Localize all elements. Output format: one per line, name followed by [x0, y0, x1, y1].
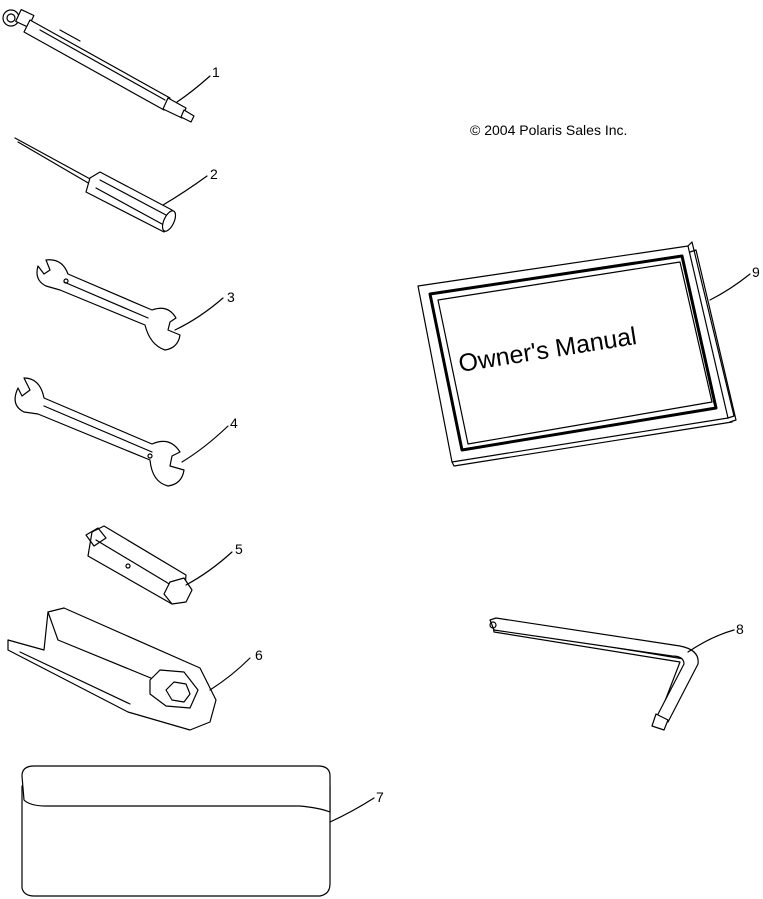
part-2-screwdriver [14, 137, 177, 233]
part-7-tool-pouch [21, 765, 331, 897]
callout-3: 3 [227, 289, 235, 305]
callout-5: 5 [235, 541, 243, 557]
part-8-hex-key [489, 617, 699, 731]
leader-lines [162, 75, 751, 823]
part-6-spanner-tool [7, 607, 217, 731]
part-3-wrench-small [36, 259, 181, 351]
callout-4: 4 [230, 415, 238, 431]
copyright-notice: © 2004 Polaris Sales Inc. [470, 122, 627, 138]
callout-1: 1 [212, 64, 220, 80]
part-5-socket-wrench [85, 525, 193, 605]
callout-labels: 1 2 3 4 5 6 7 8 9 [210, 64, 760, 805]
part-9-owners-manual: Owner's Manual [417, 241, 737, 467]
callout-7: 7 [376, 789, 384, 805]
part-4-wrench-large [14, 377, 185, 487]
callout-2: 2 [210, 166, 218, 182]
callout-6: 6 [255, 647, 263, 663]
callout-8: 8 [736, 621, 744, 637]
callout-9: 9 [752, 264, 760, 280]
part-1-pressure-gauge [2, 9, 195, 123]
